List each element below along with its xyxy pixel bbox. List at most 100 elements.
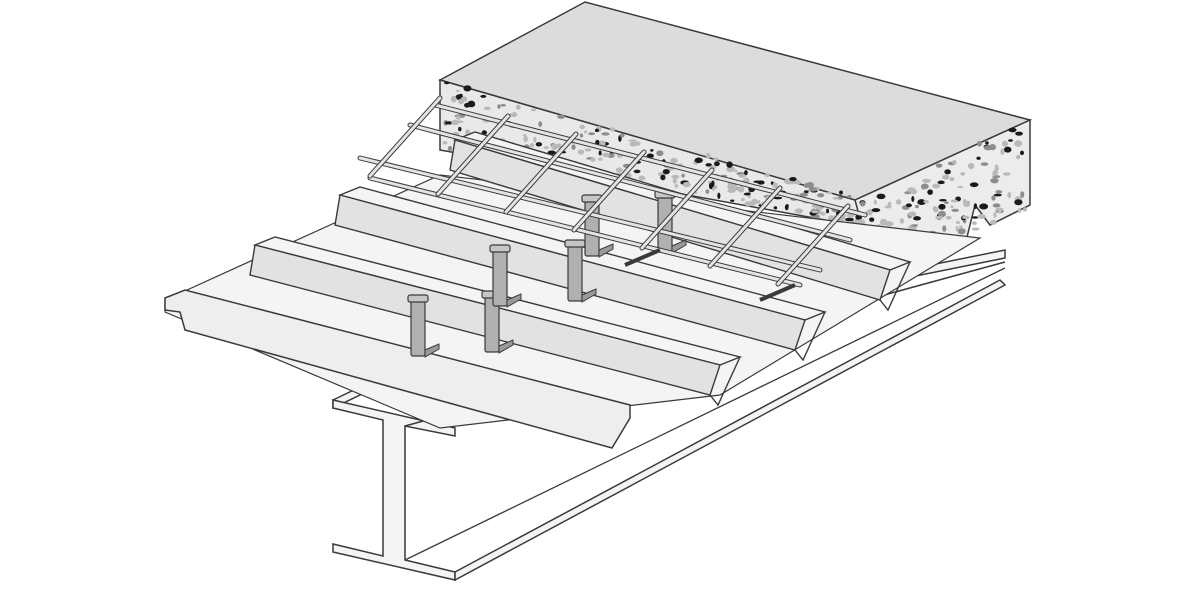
aggregate-particle	[1022, 207, 1028, 212]
aggregate-particle	[638, 175, 646, 181]
aggregate-particle	[694, 157, 703, 164]
aggregate-particle	[990, 219, 997, 225]
aggregate-particle	[869, 217, 875, 222]
aggregate-particle	[530, 108, 537, 112]
shear-stud-shank	[492, 249, 508, 307]
aggregate-particle	[927, 189, 933, 195]
aggregate-particle	[899, 218, 904, 224]
aggregate-particle	[826, 208, 830, 214]
aggregate-particle	[516, 104, 521, 110]
rebar-long	[368, 176, 802, 287]
aggregate-particle	[817, 193, 825, 198]
aggregate-particle	[598, 150, 602, 156]
aggregate-particle	[979, 203, 989, 210]
aggregate-particle	[629, 141, 637, 147]
aggregate-particle	[773, 196, 783, 200]
aggregate-particle	[884, 205, 892, 209]
aggregate-particle	[808, 187, 818, 192]
aggregate-particle	[730, 199, 735, 202]
aggregate-particle	[971, 216, 979, 219]
aggregate-particle	[672, 177, 677, 184]
aggregate-particle	[960, 172, 965, 176]
aggregate-particle	[914, 204, 919, 209]
rebar-cross	[436, 114, 510, 196]
shear-stud-base	[498, 339, 514, 354]
aggregate-particle	[1002, 172, 1011, 176]
aggregate-particle	[594, 128, 599, 133]
aggregate-particle	[584, 148, 592, 152]
aggregate-particle	[976, 156, 981, 160]
aggregate-particle	[923, 199, 929, 204]
aggregate-particle	[726, 161, 733, 168]
aggregate-particle	[628, 139, 637, 142]
aggregate-particle	[950, 205, 954, 209]
aggregate-particle	[619, 133, 625, 138]
aggregate-particle	[670, 157, 678, 164]
aggregate-particle	[557, 114, 566, 119]
aggregate-particle	[535, 142, 543, 147]
aggregate-particle	[713, 157, 719, 161]
aggregate-particle	[744, 170, 748, 176]
aggregate-particle	[1003, 146, 1012, 153]
aggregate-particle	[447, 145, 453, 152]
aggregate-particle	[992, 170, 996, 177]
aggregate-particle	[794, 179, 801, 185]
aggregate-particle	[993, 212, 997, 218]
aggregate-particle	[588, 132, 595, 136]
aggregate-particle	[656, 150, 664, 157]
aggregate-particle	[973, 203, 978, 210]
aggregate-particle	[799, 192, 808, 197]
deck-rib-end	[879, 261, 911, 312]
shear-stud-shank	[567, 244, 583, 302]
aggregate-particle	[908, 211, 917, 217]
aggregate-particle	[522, 134, 527, 137]
rebar-cross	[776, 204, 850, 286]
aggregate-particle	[932, 205, 938, 212]
rebar-cross	[708, 186, 782, 268]
shear-stud-base	[581, 288, 597, 303]
shear-stud-base	[424, 343, 440, 358]
aggregate-particle	[662, 168, 670, 175]
aggregate-particle	[463, 85, 472, 92]
aggregate-particle	[705, 163, 712, 167]
aggregate-particle	[444, 81, 450, 85]
aggregate-particle	[646, 153, 654, 159]
aggregate-particle	[859, 201, 866, 207]
aggregate-particle	[976, 140, 982, 147]
aggregate-particle	[944, 169, 951, 175]
aggregate-particle	[955, 226, 959, 232]
aggregate-particle	[674, 184, 679, 188]
aggregate-particle	[764, 172, 770, 178]
aggregate-particle	[577, 149, 585, 155]
aggregate-particle	[950, 199, 958, 203]
shear-stud-head	[489, 244, 511, 253]
aggregate-particle	[977, 213, 986, 219]
aggregate-particle	[935, 163, 943, 168]
rebar-long	[433, 103, 867, 217]
aggregate-particle	[992, 203, 1001, 208]
aggregate-particle	[952, 160, 957, 165]
aggregate-particle	[942, 225, 947, 232]
aggregate-particle	[1000, 148, 1005, 155]
aggregate-particle	[963, 203, 971, 207]
aggregate-particle	[920, 183, 929, 190]
aggregate-particle	[959, 225, 963, 228]
aggregate-particle	[937, 180, 945, 185]
deck-rib-end	[794, 311, 826, 362]
aggregate-particle	[538, 121, 543, 128]
aggregate-particle	[811, 210, 818, 214]
aggregate-particle	[997, 209, 1002, 214]
rebar-tail	[624, 248, 661, 267]
aggregate-particle	[711, 180, 715, 187]
aggregate-particle	[942, 174, 950, 180]
aggregate-particle	[1001, 140, 1008, 147]
aggregate-particle	[458, 126, 462, 132]
shear-stud-head	[407, 294, 429, 303]
aggregate-particle	[509, 112, 518, 117]
aggregate-particle	[733, 184, 738, 191]
aggregate-particle	[917, 199, 926, 206]
aggregate-particle	[985, 141, 989, 145]
rebar-cross	[640, 168, 714, 250]
